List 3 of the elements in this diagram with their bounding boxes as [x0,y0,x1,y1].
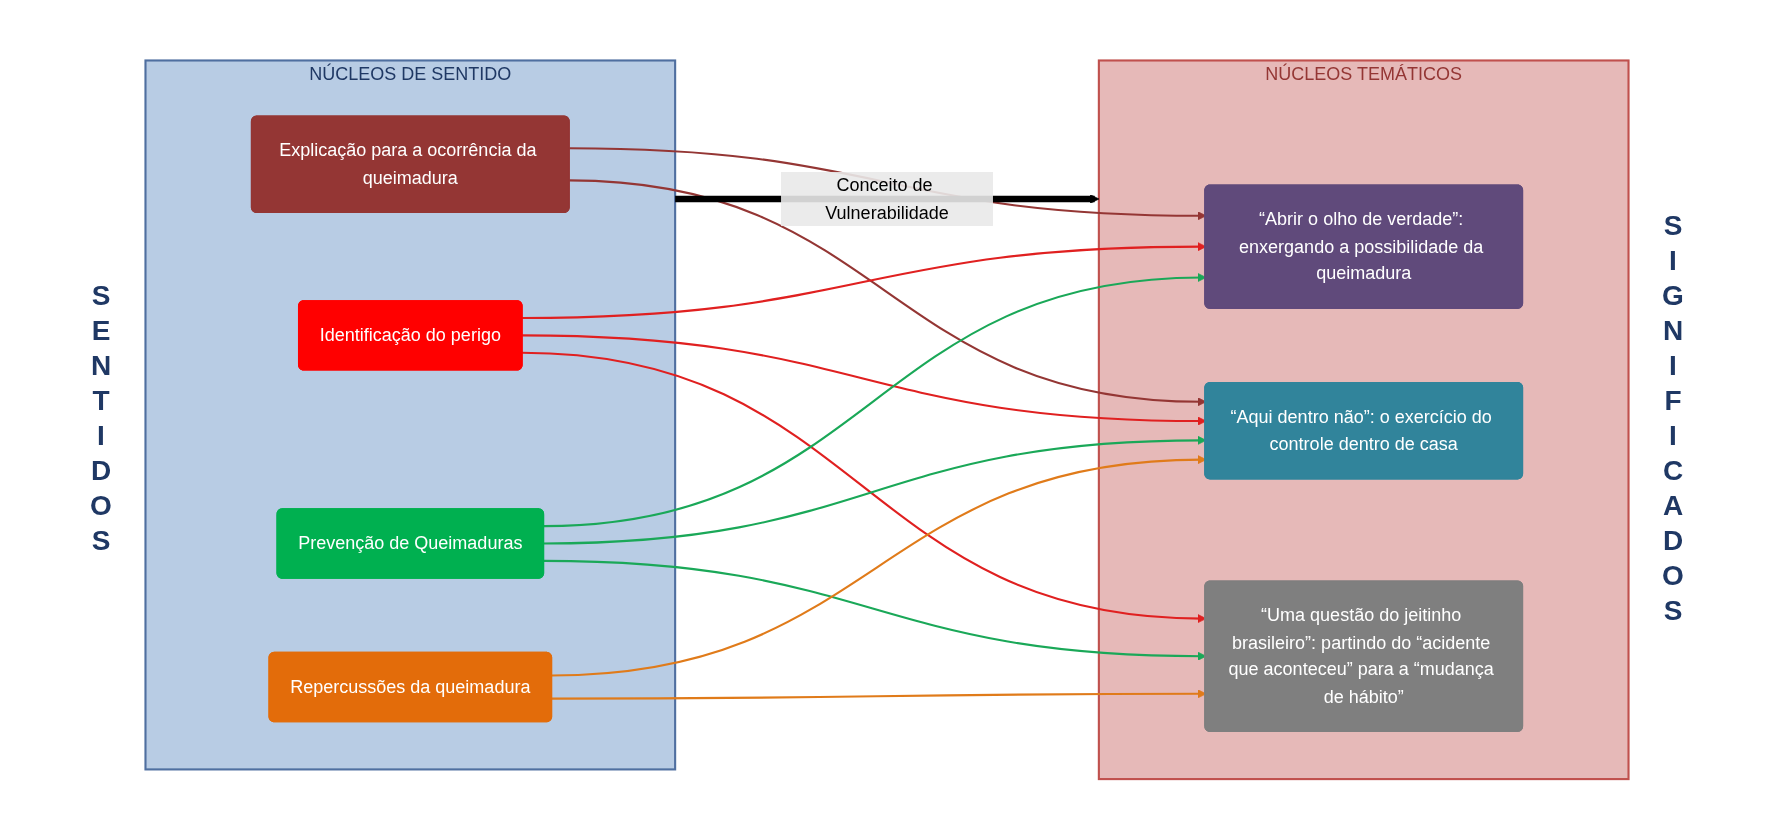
vertical-heading: SIGNIFICADOS [1656,209,1689,630]
vertical-heading: SENTIDOS [84,279,117,560]
edge-label: Conceito de Vulnerabilidade [824,174,949,222]
